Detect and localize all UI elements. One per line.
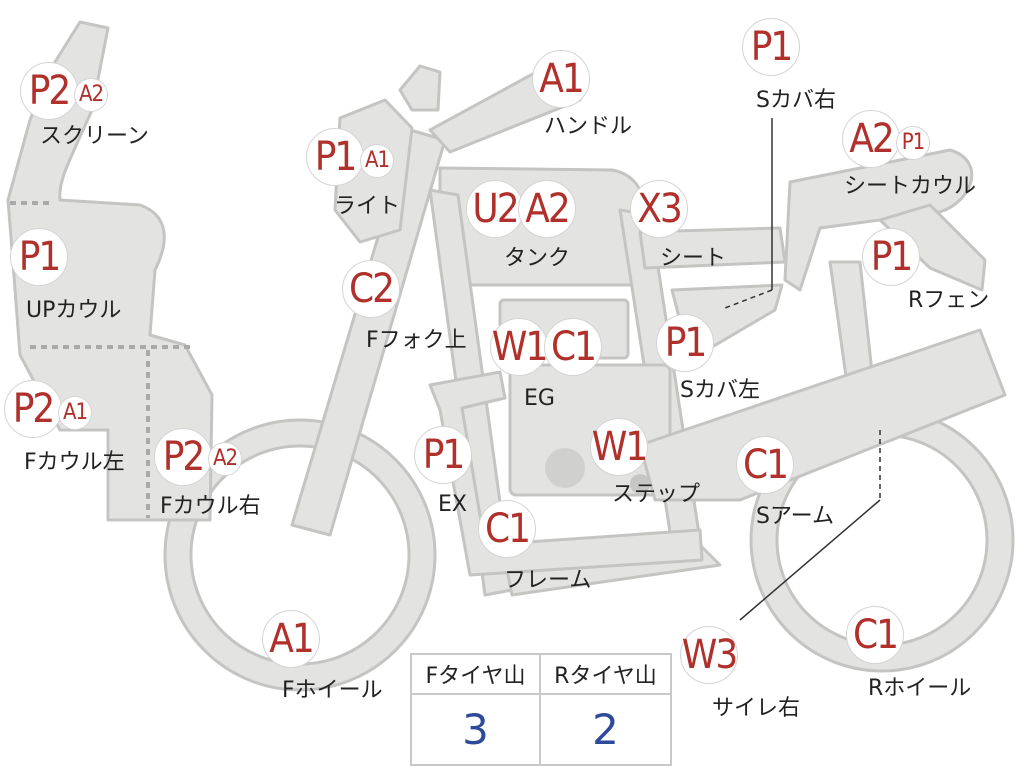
badge-f-cowl-right-1: P2 — [154, 428, 212, 486]
badge-light-2: A1 — [360, 144, 394, 178]
badge-sidestand-right-1: W3 — [680, 626, 738, 684]
badge-seat-cowl-2: P1 — [896, 126, 930, 160]
badge-seat-1: X3 — [630, 180, 688, 238]
badge-eg-1: W1 — [490, 318, 548, 376]
tire-tread-table: Fタイヤ山 Rタイヤ山 3 2 — [410, 653, 672, 766]
badge-screen-1: P2 — [20, 62, 78, 120]
badge-f-cowl-right-2: A2 — [208, 442, 242, 476]
label-seat: シート — [660, 246, 727, 271]
label-light: ライト — [334, 194, 401, 219]
label-r-wheel: Rホイール — [868, 676, 972, 701]
label-sidestand-right: サイレ右 — [712, 696, 801, 721]
badge-seat-cowl-1: A2 — [842, 110, 900, 168]
front-tire-tread-header: Fタイヤ山 — [412, 655, 541, 695]
badge-s-arm-1: C1 — [736, 436, 794, 494]
rear-tire-tread-value: 2 — [592, 705, 619, 754]
seat-cowl-shape — [783, 148, 974, 292]
mirror-shape — [398, 64, 442, 112]
rear-tire-tread-header: Rタイヤ山 — [541, 655, 670, 695]
rear-fender-shape — [878, 203, 987, 292]
badge-f-wheel-1: A1 — [262, 610, 320, 668]
label-s-cover-right: Sカバ右 — [756, 88, 836, 113]
badge-tank-1: U2 — [466, 180, 524, 238]
badge-f-fork-upper-1: C2 — [342, 260, 400, 318]
label-frame: フレーム — [504, 568, 592, 593]
badge-light-1: P1 — [306, 128, 364, 186]
label-seat-cowl: シートカウル — [844, 174, 977, 199]
label-tank: タンク — [504, 246, 571, 271]
label-screen: スクリーン — [40, 124, 149, 149]
label-f-cowl-left: Fカウル左 — [24, 450, 125, 475]
label-f-cowl-right: Fカウル右 — [160, 494, 261, 519]
badge-f-cowl-left-1: P2 — [4, 380, 62, 438]
exhaust-shape — [428, 370, 704, 577]
label-up-cowl: UPカウル — [26, 298, 122, 323]
label-step: ステップ — [612, 482, 701, 507]
badge-frame-1: C1 — [478, 500, 536, 558]
front-wheel-shape — [165, 420, 435, 690]
label-ex: EX — [438, 492, 467, 517]
badge-r-fender-1: P1 — [862, 228, 920, 286]
swingarm-shape — [638, 328, 1007, 502]
badge-tank-2: A2 — [518, 180, 576, 238]
badge-f-cowl-left-2: A1 — [58, 396, 92, 430]
label-f-fork-upper: Fフォク上 — [366, 328, 467, 353]
badge-step-1: W1 — [590, 418, 648, 476]
label-handle: ハンドル — [544, 114, 633, 139]
badge-s-cover-right-1: P1 — [742, 18, 800, 76]
badge-up-cowl-1: P1 — [10, 228, 68, 286]
label-s-cover-left: Sカバ左 — [680, 378, 760, 403]
front-tire-tread-value: 3 — [412, 695, 541, 764]
label-eg: EG — [524, 386, 555, 411]
badge-s-cover-left-1: P1 — [656, 314, 714, 372]
badge-eg-2: C1 — [544, 318, 602, 376]
badge-ex-1: P1 — [414, 426, 472, 484]
badge-handle-1: A1 — [532, 50, 590, 108]
label-f-wheel: Fホイール — [282, 678, 383, 703]
badge-screen-2: A2 — [74, 78, 108, 112]
label-r-fender: Rフェン — [908, 288, 990, 313]
fork-shape — [290, 128, 447, 537]
label-s-arm: Sアーム — [756, 504, 834, 529]
badge-r-wheel-1: C1 — [846, 606, 904, 664]
